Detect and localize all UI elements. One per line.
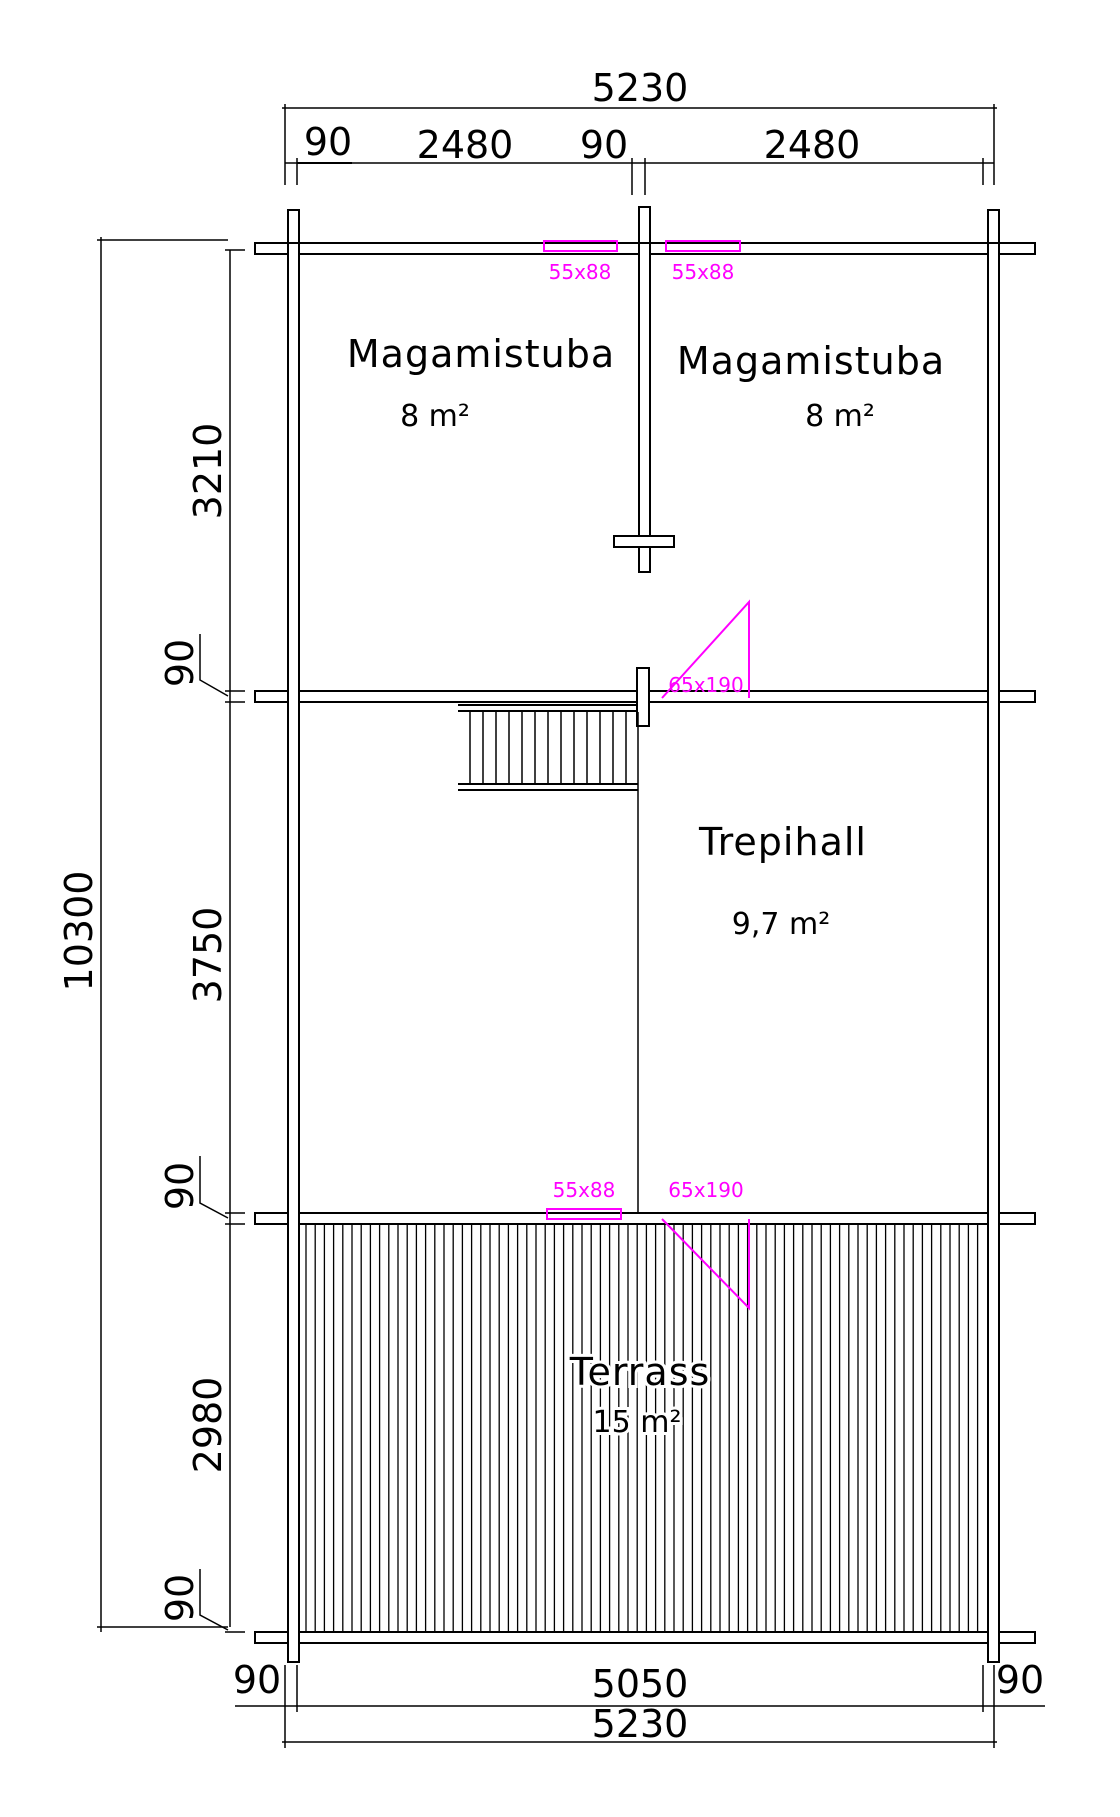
wall-left	[287, 209, 300, 1663]
room-hall-name: Trepihall	[698, 820, 867, 864]
dim-left-wall2: 90	[158, 1162, 202, 1210]
dim-left-room1: 3210	[186, 423, 230, 520]
dim-top-left-room: 2480	[417, 123, 514, 167]
dim-left-wall2-leader	[199, 1156, 229, 1219]
room-bedroom-left-name: Magamistuba	[347, 332, 615, 376]
room-labels: Magamistuba 8 m² Magamistuba 8 m² Trepih…	[347, 332, 945, 1443]
dim-left-wall1-leader	[199, 634, 229, 697]
dim-left-wall1: 90	[158, 639, 202, 687]
window-terrace-label: 55x88	[553, 1178, 616, 1202]
top-dimensions: 5230 90 2480 90 2480	[282, 66, 997, 195]
wall-hall-terrace	[254, 1212, 1036, 1225]
room-bedroom-right-name: Magamistuba	[677, 339, 945, 383]
openings: 55x88 55x88 65x190 55x88 65x190	[543, 240, 750, 1311]
door-hall-swing	[661, 599, 750, 699]
hall-partition-post	[636, 667, 650, 727]
door-terrace-swing	[661, 1218, 750, 1311]
dim-left-total: 10300	[57, 871, 101, 992]
dim-top-right-room: 2480	[764, 123, 861, 167]
wall-bottom	[254, 1631, 1036, 1644]
wall-bedroom-partition	[638, 206, 651, 573]
dim-left-wall3-leader	[199, 1569, 229, 1631]
room-terrace-name: Terrass	[569, 1350, 711, 1394]
terrace-decking	[305, 1225, 979, 1631]
dim-bottom-left-wall: 90	[233, 1658, 281, 1702]
room-bedroom-right-area: 8 m²	[805, 399, 875, 434]
door-hall-label: 65x190	[668, 673, 743, 697]
dim-top-total: 5230	[592, 66, 689, 110]
wall-right	[987, 209, 1000, 1663]
dim-bottom-right-wall: 90	[996, 1658, 1044, 1702]
window-top-left-label: 55x88	[549, 260, 612, 284]
left-dimensions: 10300 3210 90 3750 90 2980 90	[57, 237, 245, 1633]
dim-bottom-total: 5230	[592, 1702, 689, 1746]
dim-top-left-wall: 90	[304, 120, 352, 164]
window-top-right	[665, 240, 741, 252]
window-terrace	[546, 1208, 622, 1220]
dim-top-mid-wall: 90	[580, 123, 628, 167]
partition-end-post	[613, 535, 675, 548]
dim-left-room2: 3750	[186, 907, 230, 1004]
walls	[254, 206, 1036, 1663]
dim-left-room3: 2980	[186, 1377, 230, 1474]
room-terrace-area: 15 m²	[593, 1405, 682, 1440]
room-hall-area: 9,7 m²	[732, 907, 831, 942]
dim-left-wall3: 90	[158, 1574, 202, 1622]
dim-bottom-inner: 5050	[592, 1662, 689, 1706]
door-terrace-label: 65x190	[668, 1178, 743, 1202]
room-bedroom-left-area: 8 m²	[400, 399, 470, 434]
window-top-right-label: 55x88	[672, 260, 735, 284]
staircase	[458, 704, 638, 791]
bottom-dimensions: 90 5050 90 5230	[233, 1658, 1045, 1748]
window-top-left	[543, 240, 618, 252]
